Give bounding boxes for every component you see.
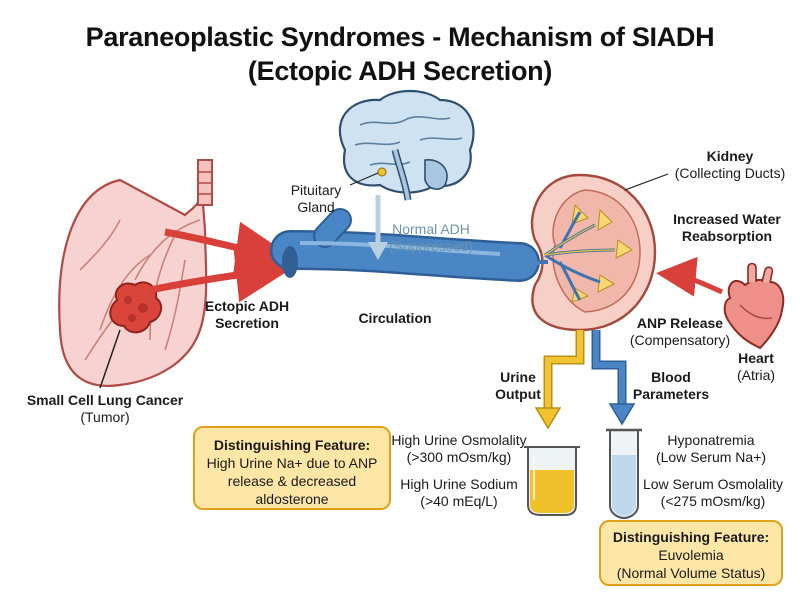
low-serum-osmolality-label: Low Serum Osmolality (<275 mOsm/kg): [638, 476, 788, 510]
urine-output-arrow: [534, 330, 585, 430]
ectopic-adh-arrows: [149, 221, 292, 303]
urine-output-label-line-1: Urine: [500, 369, 536, 385]
low-serum-osmolality-line-1: Low Serum Osmolality: [642, 476, 784, 492]
low-serum-osmolality-line-2: (<275 mOsm/kg): [660, 493, 766, 509]
hyponatremia-label: Hyponatremia (Low Serum Na+): [646, 432, 776, 466]
kidney-label-subtitle: (Collecting Ducts): [674, 165, 786, 181]
title-line-2: (Ectopic ADH Secretion): [247, 56, 553, 86]
sclc-label: Small Cell Lung Cancer (Tumor): [20, 392, 190, 426]
distinguishing-feature-box-right: Distinguishing Feature: Euvolemia (Norma…: [599, 520, 783, 586]
ectopic-adh-label: Ectopic ADH Secretion: [192, 298, 302, 332]
increased-water-label-line-2: Reabsorption: [681, 228, 773, 244]
heart-icon: [723, 262, 785, 350]
increased-water-label: Increased Water Reabsorption: [654, 211, 800, 245]
tumor-icon: [99, 281, 163, 389]
blood-parameters-label-line-2: Parameters: [632, 386, 710, 402]
feature-right-line-1: Euvolemia: [658, 547, 724, 563]
normal-adh-label-line-1: Normal ADH: [392, 221, 470, 237]
normal-adh-label: Normal ADH (Suppressed): [376, 221, 486, 255]
feature-right-line-2: (Normal Volume Status): [616, 565, 766, 581]
pituitary-label-line-1: Pituitary: [290, 182, 342, 198]
anp-release-label-subtitle: (Compensatory): [629, 332, 731, 348]
urine-beaker-icon: [524, 446, 580, 516]
feature-left-heading: Distinguishing Feature:: [213, 437, 371, 453]
feature-right-heading: Distinguishing Feature:: [612, 529, 770, 545]
circulation-label: Circulation: [358, 310, 432, 326]
hyponatremia-line-2: (Low Serum Na+): [655, 449, 767, 465]
high-urine-osmolality-label: High Urine Osmolality (>300 mOsm/kg): [390, 432, 528, 466]
heart-label-title: Heart: [738, 350, 774, 366]
sclc-label-title: Small Cell Lung Cancer: [26, 392, 184, 408]
anp-arrow: [656, 256, 724, 297]
high-urine-osmolality-line-1: High Urine Osmolality: [391, 432, 527, 448]
blood-parameters-arrow: [591, 330, 636, 426]
kidney-label: Kidney (Collecting Ducts): [660, 148, 800, 182]
circulation-vessel: [270, 208, 540, 282]
blood-parameters-label: Blood Parameters: [626, 369, 716, 403]
heart-label-subtitle: (Atria): [736, 367, 776, 383]
normal-adh-label-line-2: (Suppressed): [388, 238, 474, 254]
suppressed-adh-arrow: [368, 195, 388, 260]
ectopic-adh-label-line-1: Ectopic ADH: [204, 298, 290, 314]
ectopic-adh-label-line-2: Secretion: [215, 315, 279, 331]
pituitary-label: Pituitary Gland: [276, 182, 356, 216]
pituitary-label-line-2: Gland: [297, 199, 335, 215]
high-urine-sodium-line-2: (>40 mEq/L): [420, 493, 498, 509]
high-urine-sodium-label: High Urine Sodium (>40 mEq/L): [390, 476, 528, 510]
lung-icon: [58, 159, 213, 387]
high-urine-sodium-line-1: High Urine Sodium: [400, 476, 518, 492]
brain-icon: [338, 90, 475, 201]
urine-output-label-line-2: Output: [495, 386, 541, 402]
anp-release-label-title: ANP Release: [636, 315, 724, 331]
increased-water-label-line-1: Increased Water: [673, 211, 781, 227]
blood-parameters-label-line-1: Blood: [651, 369, 691, 385]
title-line-1: Paraneoplastic Syndromes - Mechanism of …: [85, 22, 715, 52]
heart-label: Heart (Atria): [726, 350, 786, 384]
feature-left-line-1: High Urine Na+ due to ANP: [206, 455, 378, 471]
kidney-label-title: Kidney: [706, 148, 754, 164]
kidney-icon: [530, 173, 669, 332]
blood-test-tube-icon: [606, 428, 642, 520]
urine-output-label: Urine Output: [486, 369, 550, 403]
sclc-label-subtitle: (Tumor): [80, 409, 130, 425]
high-urine-osmolality-line-2: (>300 mOsm/kg): [406, 449, 512, 465]
feature-left-line-2: release & decreased aldosterone: [227, 473, 357, 507]
anp-release-label: ANP Release (Compensatory): [620, 315, 740, 349]
distinguishing-feature-box-left: Distinguishing Feature: High Urine Na+ d…: [193, 426, 391, 510]
hyponatremia-line-1: Hyponatremia: [667, 432, 755, 448]
